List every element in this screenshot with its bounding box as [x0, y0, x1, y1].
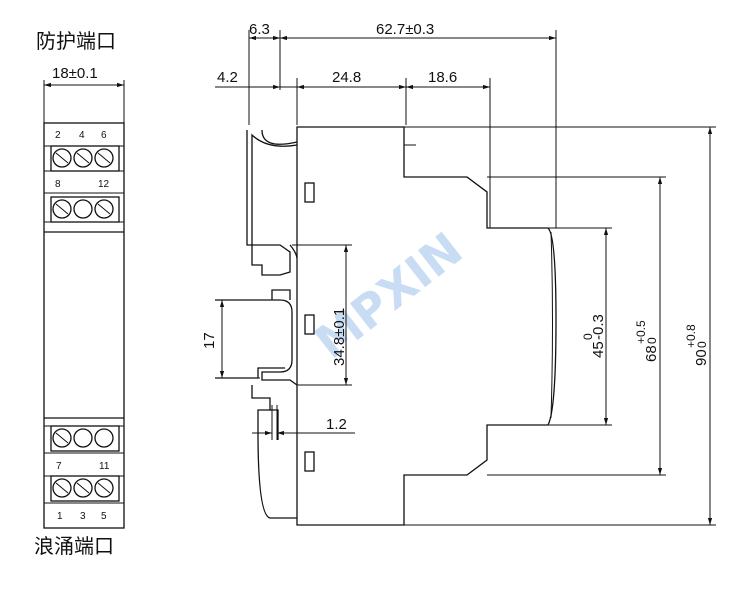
dim-17: 17: [201, 332, 218, 349]
dim-90-base: 90: [693, 349, 710, 366]
screw-icons: [52, 148, 114, 498]
dim-68-base: 68: [643, 345, 660, 362]
dim-45-lower: -0.3: [590, 314, 607, 340]
terminal-number: 7: [56, 461, 62, 472]
terminal-number: 3: [80, 511, 86, 522]
terminal-block-top-2: [50, 196, 120, 223]
dim-24-8: 24.8: [332, 69, 361, 86]
terminal-block-bottom-1: [50, 425, 120, 452]
dim-45-base: 45: [590, 341, 607, 358]
dim-1-2: 1.2: [326, 416, 347, 433]
dim-90-tolerance: 90 +0.8 0: [684, 324, 710, 366]
front-width-dim: 18±0.1: [52, 65, 98, 82]
dim-45-tolerance: 45 0 -0.3: [581, 314, 607, 358]
dim-68-tolerance: 68 +0.5 0: [634, 320, 660, 362]
din-rail-profile: [246, 130, 298, 276]
dim-68-upper: +0.5: [634, 320, 648, 344]
terminal-block-bottom-2: [50, 475, 120, 502]
terminal-number: 8: [55, 179, 61, 190]
terminal-number: 4: [79, 130, 85, 141]
dim-34-8: 34.8±0.1: [331, 308, 348, 366]
terminal-number: 1: [57, 511, 63, 522]
latch-slot-top: [304, 182, 315, 203]
dim-45-upper: 0: [581, 333, 595, 340]
front-view: 防护端口 浪涌端口 18±0.1: [34, 29, 125, 558]
front-body-outline: [43, 122, 125, 529]
terminal-number: 12: [98, 179, 110, 190]
terminal-number: 6: [101, 130, 107, 141]
dim-90-upper: +0.8: [684, 324, 698, 348]
side-view: 6.3 62.7±0.3 4.2 24.8 18.6 17 34.8±0.1 1…: [201, 21, 716, 526]
watermark-text: MPXIN: [305, 222, 473, 370]
latch-slot-middle: [304, 314, 315, 335]
dim-62-7: 62.7±0.3: [376, 21, 434, 38]
protection-port-label: 防护端口: [36, 29, 116, 53]
latch-slot-bottom: [304, 451, 315, 472]
dim-18-6: 18.6: [428, 69, 457, 86]
terminal-number: 5: [101, 511, 107, 522]
dim-4-2: 4.2: [217, 69, 238, 86]
terminal-number: 2: [55, 130, 61, 141]
terminal-block-top-1: [50, 145, 120, 172]
terminal-number: 11: [99, 461, 110, 472]
surge-port-label: 浪涌端口: [34, 534, 114, 558]
dim-90-lower: 0: [695, 341, 709, 348]
dim-68-lower: 0: [645, 337, 659, 344]
dim-6-3: 6.3: [249, 21, 270, 38]
